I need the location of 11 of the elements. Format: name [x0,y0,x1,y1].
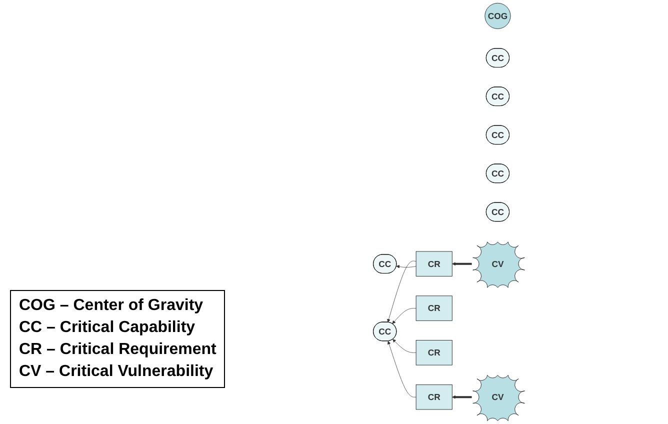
arrow [452,395,472,399]
node-circle: COG [484,2,511,29]
node-box: CR [416,296,452,321]
arrow [452,262,472,266]
legend-text: COG – Center of Gravity [19,296,204,316]
node-box: CR [416,340,452,366]
node-box: CR [416,251,452,276]
legend-text: CV – Critical Vulnerability [19,362,214,382]
legend-text: CC – Critical Capability [19,318,196,338]
node-box: CR [416,384,452,410]
legend-text: CR – Critical Requirement [19,340,216,360]
